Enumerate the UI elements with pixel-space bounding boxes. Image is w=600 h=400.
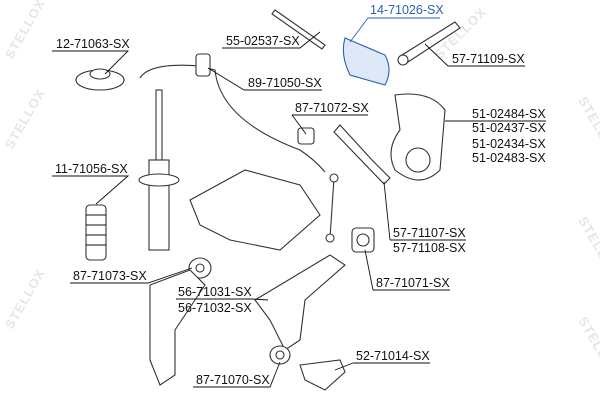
- arm-bushing-right: [351, 227, 375, 253]
- steering-knuckle: [390, 93, 446, 181]
- subframe: [189, 169, 321, 251]
- label-dust-boot: 11-71056-SX: [55, 162, 128, 176]
- label-knuckle-4: 51-02483-SX: [472, 151, 546, 165]
- steering-boot: [342, 37, 390, 86]
- lower-control-arm: [254, 254, 346, 351]
- svg-text:STELLOX: STELLOX: [575, 214, 600, 279]
- label-arm-bushing-left: 87-71073-SX: [73, 269, 147, 283]
- dust-boot: [85, 204, 107, 261]
- stabilizer-bar: [139, 64, 326, 173]
- label-ball-joint: 52-71014-SX: [356, 349, 430, 363]
- label-strut-mount: 12-71063-SX: [56, 37, 130, 51]
- svg-text:STELLOX: STELLOX: [575, 314, 600, 379]
- arm-bushing-lower: [269, 345, 291, 365]
- watermark-left: STELLOX STELLOX STELLOX: [2, 0, 48, 332]
- shock-absorber: [138, 89, 180, 251]
- upper-arm: [333, 124, 391, 185]
- label-arm-bushing-lower: 87-71070-SX: [196, 373, 270, 387]
- svg-text:STELLOX: STELLOX: [575, 94, 600, 159]
- svg-text:STELLOX: STELLOX: [2, 0, 48, 62]
- svg-text:STELLOX: STELLOX: [2, 86, 48, 151]
- arm-bushing-left: [188, 257, 212, 279]
- label-arm-bushing-right: 87-71071-SX: [376, 276, 450, 290]
- label-control-arm-2: 56-71032-SX: [178, 301, 252, 315]
- svg-text:STELLOX: STELLOX: [2, 266, 48, 331]
- label-stabilizer-link-2: 57-71108-SX: [393, 241, 466, 255]
- stabilizer-bushing: [195, 53, 211, 77]
- stabilizer-link: [325, 173, 339, 243]
- ball-joint: [299, 359, 346, 391]
- label-stabilizer-link-1: 57-71107-SX: [393, 226, 466, 240]
- tie-rod: [271, 9, 326, 50]
- label-knuckle-3: 51-02434-SX: [472, 137, 546, 151]
- label-control-arm-1: 56-71031-SX: [178, 285, 252, 299]
- label-boot: 14-71026-SX: [370, 3, 444, 17]
- label-knuckle-1: 51-02484-SX: [472, 107, 546, 121]
- label-tie-rod: 55-02537-SX: [226, 34, 300, 48]
- label-tie-rod-end: 57-71109-SX: [452, 52, 525, 66]
- strut-mount: [75, 68, 125, 91]
- label-stabilizer-bushing: 89-71050-SX: [248, 76, 322, 90]
- tie-rod-end: [397, 21, 461, 66]
- label-knuckle-2: 51-02437-SX: [472, 121, 546, 135]
- arm-bushing-upper: [297, 127, 315, 145]
- label-arm-bushing-upper: 87-71072-SX: [295, 101, 369, 115]
